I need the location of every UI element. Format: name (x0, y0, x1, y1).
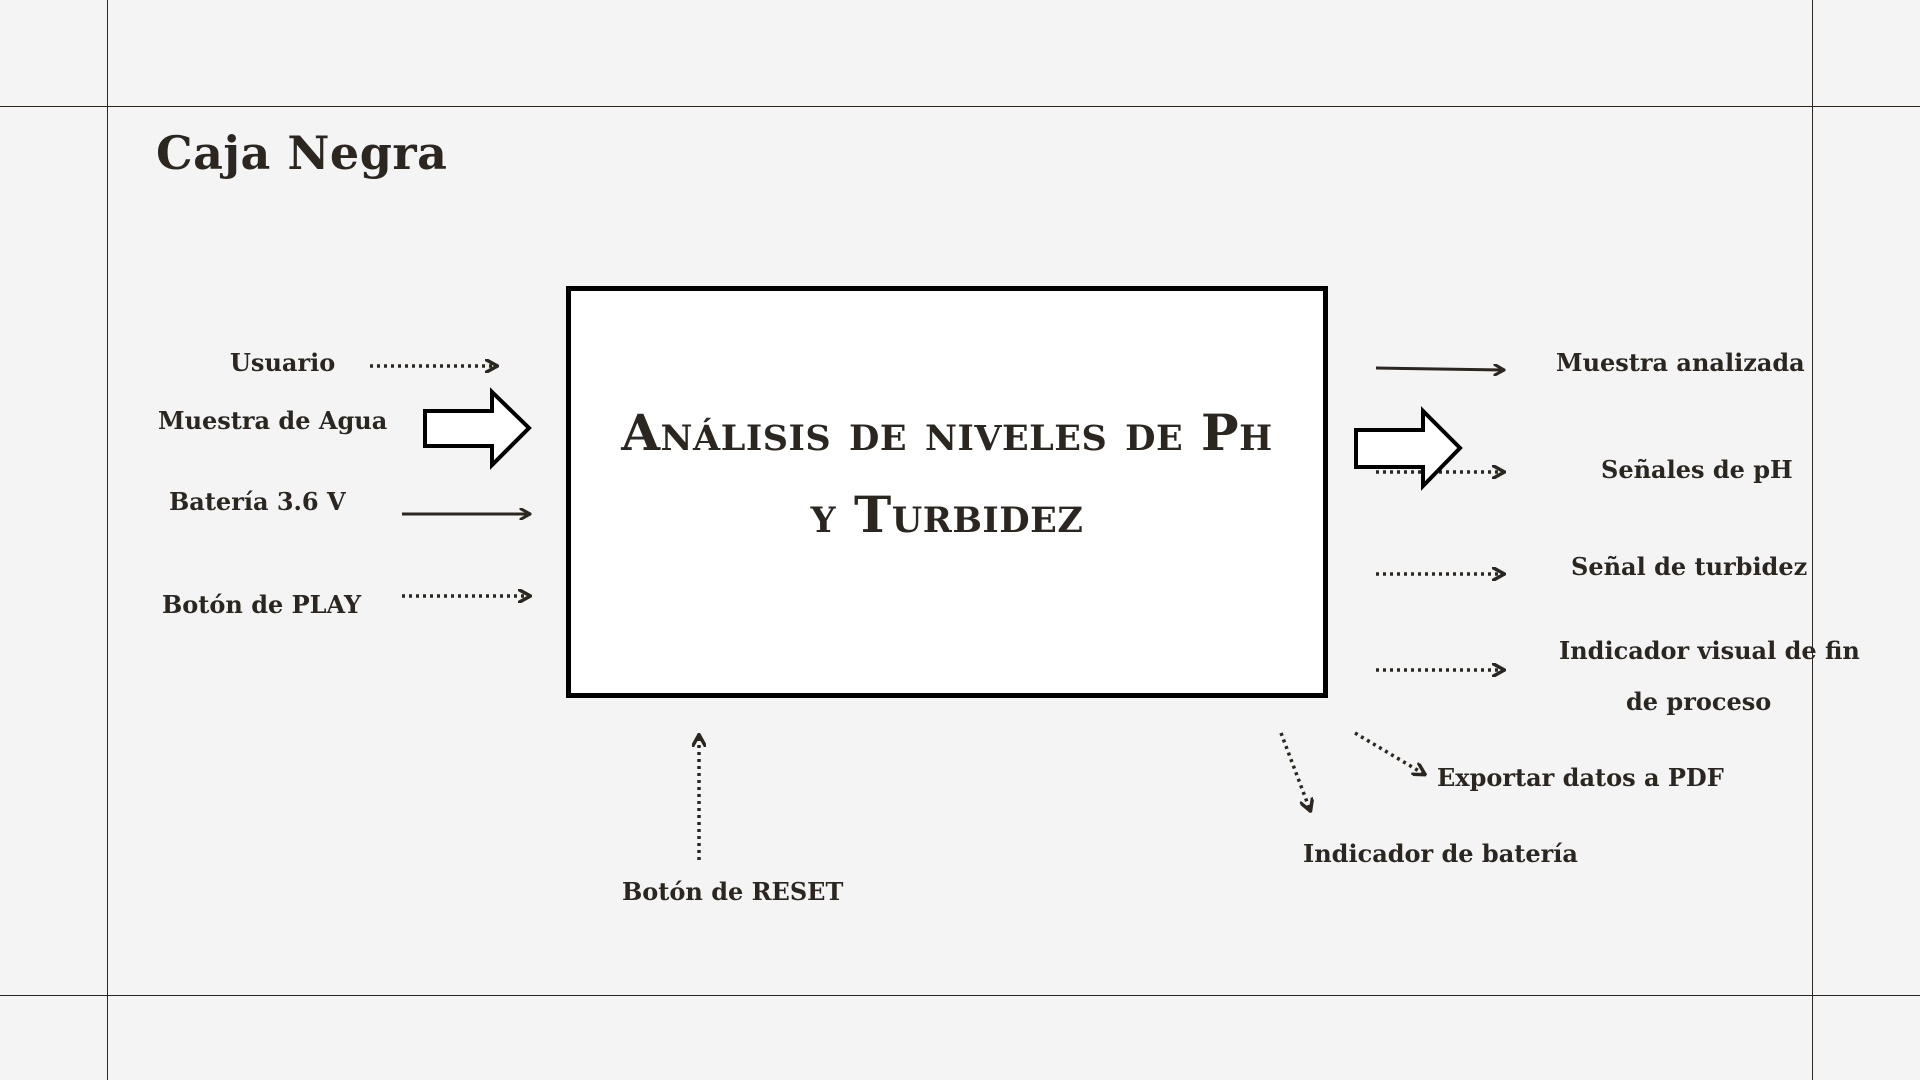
exportar-pdf-dotted-arrow (1354, 731, 1424, 774)
guide-line-left (107, 0, 108, 1080)
input-muestra-agua: Muestra de Agua (158, 406, 388, 435)
output-senal-turbidez: Señal de turbidez (1571, 552, 1808, 581)
output-indicador-bateria: Indicador de batería (1303, 839, 1578, 868)
guide-line-right (1812, 0, 1813, 1080)
muestra-agua-block-arrow (423, 387, 532, 470)
indicador-bateria-dotted-arrow (1279, 732, 1310, 810)
process-label: Análisis de niveles de Ph y Turbidez (621, 403, 1273, 544)
output-block-arrow (1354, 406, 1463, 491)
output-indicador-fin-line2: de proceso (1626, 687, 1772, 716)
output-senales-ph: Señales de pH (1601, 455, 1793, 484)
guide-line-bottom (0, 995, 1920, 996)
input-bateria: Batería 3.6 V (169, 487, 346, 516)
input-play: Botón de PLAY (162, 590, 362, 619)
diagram-title: Caja Negra (156, 126, 448, 180)
input-reset: Botón de RESET (622, 877, 844, 906)
output-indicador-fin-line1: Indicador visual de fin (1559, 636, 1860, 665)
input-usuario: Usuario (230, 348, 336, 377)
guide-line-top (0, 106, 1920, 107)
muestra-analizada-solid-arrow (1375, 368, 1503, 370)
output-exportar-pdf: Exportar datos a PDF (1437, 763, 1724, 792)
output-muestra-analizada: Muestra analizada (1556, 348, 1805, 377)
black-box-process: Análisis de niveles de Ph y Turbidez (566, 286, 1328, 698)
